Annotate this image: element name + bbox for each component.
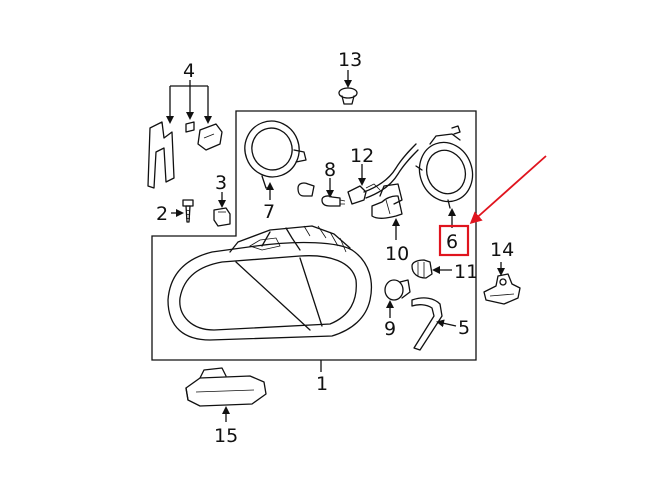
bulb xyxy=(384,279,411,301)
nut xyxy=(213,207,231,227)
small-bulbs xyxy=(297,182,346,207)
callout-2: 2 xyxy=(156,203,168,225)
callout-12: 12 xyxy=(350,145,374,167)
bulb-socket xyxy=(411,259,433,279)
side-bracket xyxy=(483,273,521,305)
headlamp-housing xyxy=(167,225,373,341)
bulb-harness xyxy=(347,143,419,205)
callout-5: 5 xyxy=(458,317,470,339)
reflector-housing xyxy=(415,125,474,209)
highlight-arrow xyxy=(469,155,547,224)
callout-3: 3 xyxy=(215,172,227,194)
highlight-box xyxy=(438,224,470,257)
callout-10: 10 xyxy=(385,243,409,265)
seal-strip xyxy=(411,297,443,351)
lamp-ring xyxy=(244,120,307,189)
assembly-frame xyxy=(151,110,477,361)
callout-labels: 1 2 3 4 5 6 7 8 9 10 11 12 13 14 15 xyxy=(156,49,514,447)
callout-15: 15 xyxy=(214,425,238,447)
highlight-callout xyxy=(438,155,547,257)
callout-6: 6 xyxy=(446,231,458,253)
control-module xyxy=(185,367,267,407)
callout-9: 9 xyxy=(384,318,396,340)
callout-7: 7 xyxy=(263,201,275,223)
callout-8: 8 xyxy=(324,159,336,181)
hid-bulb xyxy=(371,183,403,219)
callout-14: 14 xyxy=(490,239,514,261)
leader-lines xyxy=(166,70,505,422)
cap xyxy=(338,87,358,105)
callout-4: 4 xyxy=(183,60,195,82)
callout-11: 11 xyxy=(454,261,478,283)
callout-13: 13 xyxy=(338,49,362,71)
callout-1: 1 xyxy=(316,373,328,395)
mounting-bracket xyxy=(147,121,223,189)
screw xyxy=(182,199,194,223)
